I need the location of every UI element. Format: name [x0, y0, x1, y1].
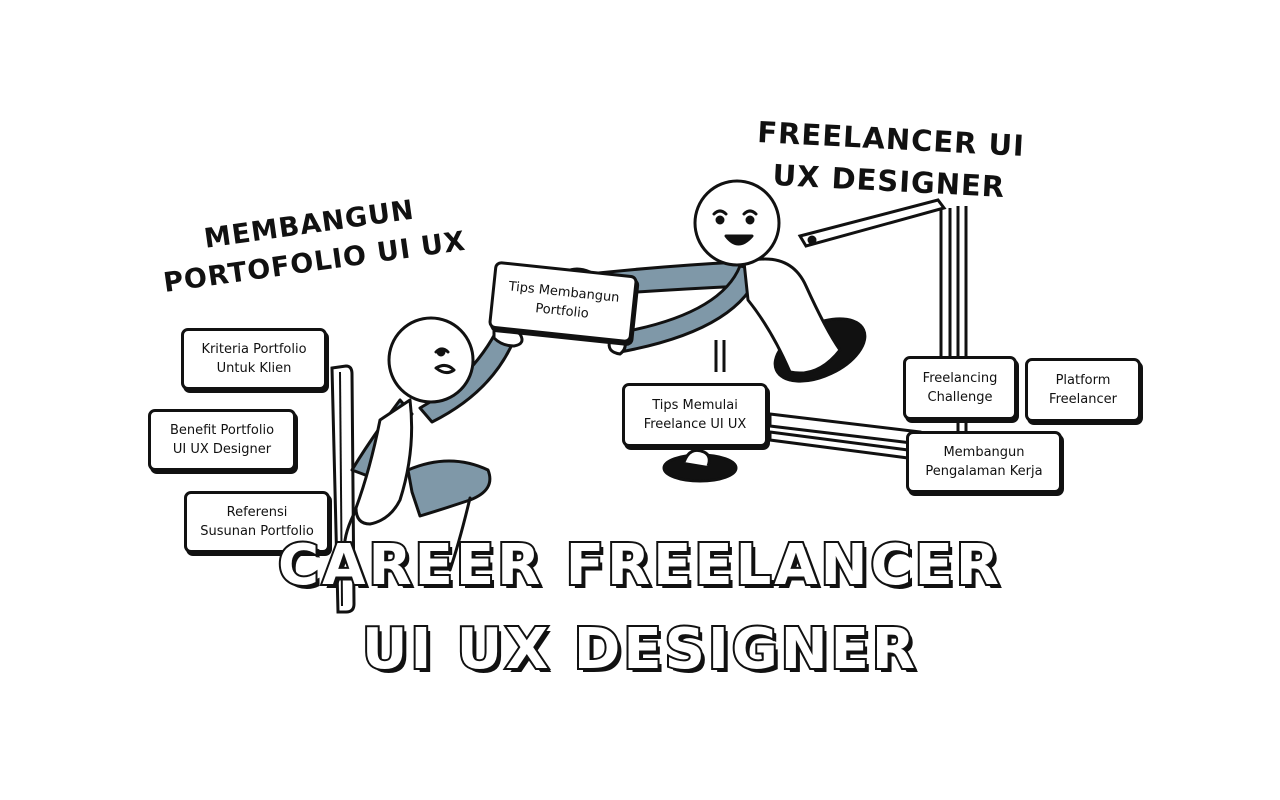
climber-character	[342, 316, 524, 572]
box-kriteria-portfolio-label: Kriteria Portfolio Untuk Klien	[201, 342, 307, 376]
box-tips-memulai-freelance-label: Tips Memulai Freelance UI UX	[643, 398, 747, 432]
box-membangun-pengalaman-kerja-label: Membangun Pengalaman Kerja	[925, 445, 1043, 479]
box-tips-membangun-portfolio-label: Tips Membangun Portfolio	[507, 279, 621, 322]
left-panel	[330, 364, 356, 614]
box-benefit-portfolio[interactable]: Benefit Portfolio UI UX Designer	[148, 409, 296, 471]
box-referensi-portfolio-label: Referensi Susunan Portfolio	[200, 505, 314, 539]
freelancer-heading: Freelancer UI UX Designer	[756, 115, 1026, 205]
box-kriteria-portfolio[interactable]: Kriteria Portfolio Untuk Klien	[181, 328, 327, 390]
box-referensi-portfolio[interactable]: Referensi Susunan Portfolio	[184, 491, 330, 553]
box-freelancing-challenge-label: Freelancing Challenge	[922, 371, 998, 405]
connector-bars	[768, 412, 922, 460]
box-tips-memulai-freelance[interactable]: Tips Memulai Freelance UI UX	[622, 383, 768, 447]
box-platform-freelancer-label: Platform Freelancer	[1049, 373, 1117, 407]
box-freelancing-challenge[interactable]: Freelancing Challenge	[903, 356, 1017, 420]
box-benefit-portfolio-label: Benefit Portfolio UI UX Designer	[169, 423, 275, 457]
main-title-line1: Career Freelancer	[276, 531, 1002, 600]
box-membangun-pengalaman-kerja[interactable]: Membangun Pengalaman Kerja	[906, 431, 1062, 493]
main-title-line2: UI UX Designer	[360, 615, 919, 684]
box-platform-freelancer[interactable]: Platform Freelancer	[1025, 358, 1141, 422]
